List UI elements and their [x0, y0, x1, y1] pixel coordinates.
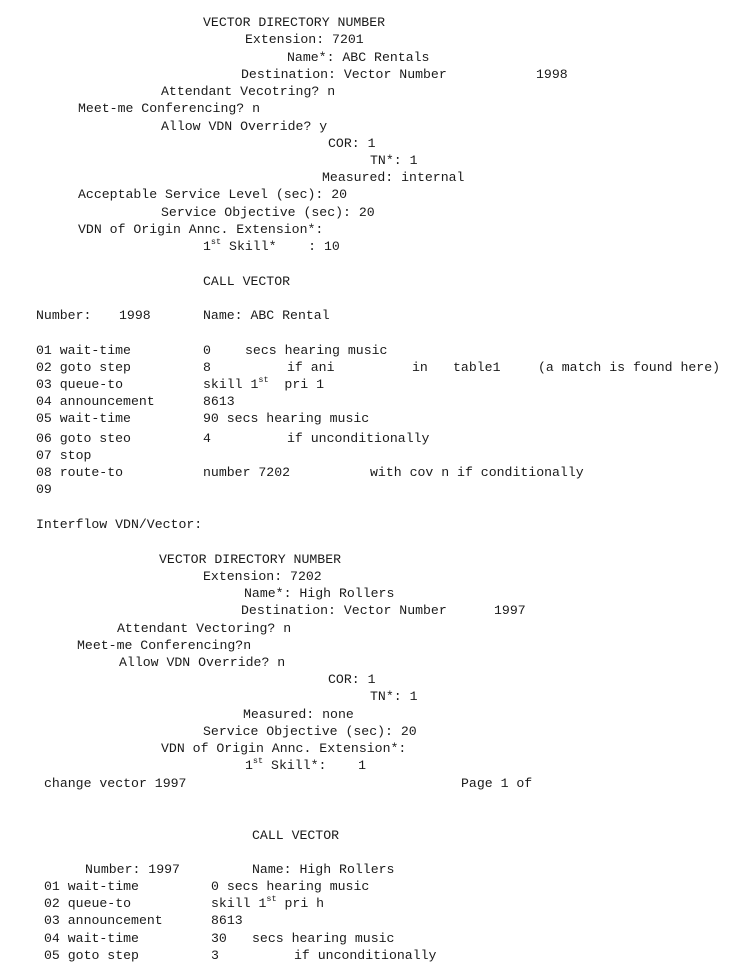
vdn2-name: Name*: High Rollers [244, 586, 395, 601]
vdn1-heading: VECTOR DIRECTORY NUMBER [203, 15, 386, 30]
vector1-step-cmd: 01 wait-time [36, 343, 131, 358]
vector1-step-cmd: 04 announcement [36, 394, 155, 409]
vector2-step-arg: if unconditionally [294, 948, 437, 963]
vdn1-allow-override: Allow VDN Override? y [161, 119, 328, 134]
vdn2-extension: Extension: 7202 [203, 569, 322, 584]
page-indicator: Page 1 of [461, 776, 533, 791]
vector1-step-arg: 0 [203, 343, 211, 358]
vector1-step-cmd: 05 wait-time [36, 411, 131, 426]
vdn1-extension: Extension: 7201 [245, 32, 364, 47]
vector2-step-arg: 0 secs hearing music [211, 879, 370, 894]
vector2-step-arg: secs hearing music [252, 931, 395, 946]
vector2-step-cmd: 02 queue-to [44, 896, 132, 911]
vector1-step-arg: skill 1st pri 1 [203, 374, 325, 392]
vdn1-attendant-vectoring: Attendant Vecotring? n [161, 84, 336, 99]
vdn1-origin-annc: VDN of Origin Annc. Extension*: [78, 222, 324, 237]
vector1-number-label: Number: [36, 308, 92, 323]
vector1-step-arg: 4 [203, 431, 211, 446]
vector1-step-arg: 90 secs hearing music [203, 411, 370, 426]
vector1-step-arg: in [412, 360, 428, 375]
vdn2-service-objective: Service Objective (sec): 20 [203, 724, 417, 739]
vector1-step-arg: 8613 [203, 394, 235, 409]
vector1-step-arg: number 7202 [203, 465, 291, 480]
vector1-number-value: 1998 [119, 308, 151, 323]
vdn2-heading: VECTOR DIRECTORY NUMBER [159, 552, 342, 567]
vdn1-meetme-conferencing: Meet-me Conferencing? n [78, 101, 261, 116]
vector1-step-arg: if ani [287, 360, 335, 375]
vector1-step-arg: 8 [203, 360, 211, 375]
vdn1-cor: COR: 1 [328, 136, 376, 151]
vdn2-first-skill: 1st Skill*: 1 [245, 755, 367, 773]
vdn2-allow-override: Allow VDN Override? n [119, 655, 286, 670]
vector1-step-cmd: 09 [36, 482, 52, 497]
vector1-step-cmd: 07 stop [36, 448, 92, 463]
vdn2-origin-annc: VDN of Origin Annc. Extension*: [161, 741, 407, 756]
vdn1-tn: TN*: 1 [370, 153, 418, 168]
vector2-step-cmd: 04 wait-time [44, 931, 139, 946]
interflow-label: Interflow VDN/Vector: [36, 517, 203, 532]
vdn2-meetme-conferencing: Meet-me Conferencing?n [77, 638, 252, 653]
vdn2-cor: COR: 1 [328, 672, 376, 687]
vector1-step-cmd: 06 goto steo [36, 431, 131, 446]
vdn2-destination: Destination: Vector Number [241, 603, 447, 618]
vdn2-attendant-vectoring: Attendant Vectoring? n [117, 621, 292, 636]
vdn1-acceptable-service-level: Acceptable Service Level (sec): 20 [78, 187, 348, 202]
vector2-step-arg: 3 [211, 948, 219, 963]
change-vector-command: change vector 1997 [44, 776, 187, 791]
vector2-name: Name: High Rollers [252, 862, 395, 877]
vector1-step-note: (a match is found here) [538, 360, 721, 375]
vector2-step-cmd: 01 wait-time [44, 879, 139, 894]
vector1-name: Name: ABC Rental [203, 308, 330, 323]
vector2-step-cmd: 03 announcement [44, 913, 163, 928]
vector1-step-arg: if unconditionally [287, 431, 430, 446]
vector1-step-arg: table1 [453, 360, 501, 375]
vector1-heading: CALL VECTOR [203, 274, 291, 289]
vector2-step-arg: 30 [211, 931, 227, 946]
vdn1-service-objective: Service Objective (sec): 20 [161, 205, 375, 220]
vector2-step-cmd: 05 goto step [44, 948, 139, 963]
vector2-number: Number: 1997 [85, 862, 180, 877]
vector1-step-arg: with cov n if conditionally [370, 465, 584, 480]
vector1-step-cmd: 08 route-to [36, 465, 124, 480]
vector1-step-arg: secs hearing music [245, 343, 388, 358]
vdn2-destination-number: 1997 [494, 603, 526, 618]
vector2-step-arg: skill 1st pri h [211, 893, 325, 911]
vdn1-destination-number: 1998 [536, 67, 568, 82]
vdn1-measured: Measured: internal [322, 170, 465, 185]
vdn1-first-skill: 1st Skill* : 10 [203, 236, 340, 254]
vdn2-measured: Measured: none [243, 707, 354, 722]
vector2-step-arg: 8613 [211, 913, 243, 928]
vdn1-name: Name*: ABC Rentals [287, 50, 430, 65]
vdn2-tn: TN*: 1 [370, 689, 418, 704]
vdn1-destination: Destination: Vector Number [241, 67, 447, 82]
vector1-step-cmd: 03 queue-to [36, 377, 124, 392]
vector1-step-cmd: 02 goto step [36, 360, 131, 375]
vector2-heading: CALL VECTOR [252, 828, 340, 843]
